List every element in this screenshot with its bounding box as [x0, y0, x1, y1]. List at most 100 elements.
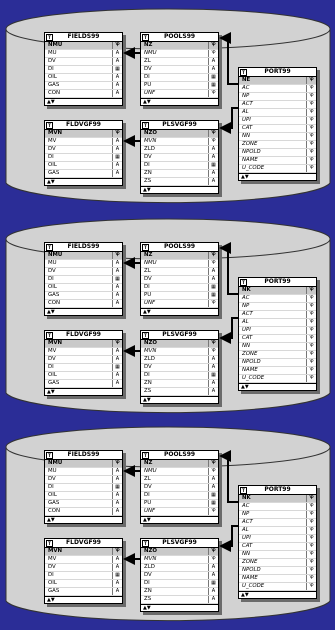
field-row[interactable]: PU▦ — [141, 82, 218, 90]
scroll-arrows-icon[interactable]: ▲▼ — [45, 98, 122, 105]
field-row[interactable]: DI▦ — [141, 372, 218, 380]
scroll-arrows-icon[interactable]: ▲▼ — [239, 591, 316, 598]
field-row[interactable]: PU▦ — [141, 292, 218, 300]
scroll-arrows-icon[interactable]: ▲▼ — [141, 98, 218, 105]
field-row[interactable]: DI▦ — [141, 580, 218, 588]
field-row[interactable]: DI▦ — [45, 66, 122, 74]
scroll-arrows-icon[interactable]: ▲▼ — [141, 516, 218, 523]
field-row[interactable]: DI▦ — [45, 154, 122, 162]
field-row[interactable]: DI▦ — [45, 364, 122, 372]
scroll-arrows-icon[interactable]: ▲▼ — [45, 178, 122, 185]
field-row[interactable]: DI▦ — [141, 74, 218, 82]
field-row[interactable]: DI▦ — [45, 572, 122, 580]
field-row[interactable]: PU▦ — [141, 500, 218, 508]
field-row[interactable]: DI▦ — [141, 492, 218, 500]
scroll-arrows-icon[interactable]: ▲▼ — [141, 186, 218, 193]
field-row[interactable]: DI▦ — [141, 162, 218, 170]
scroll-arrows-icon[interactable]: ▲▼ — [239, 173, 316, 180]
scroll-arrows-icon[interactable]: ▲▼ — [141, 308, 218, 315]
